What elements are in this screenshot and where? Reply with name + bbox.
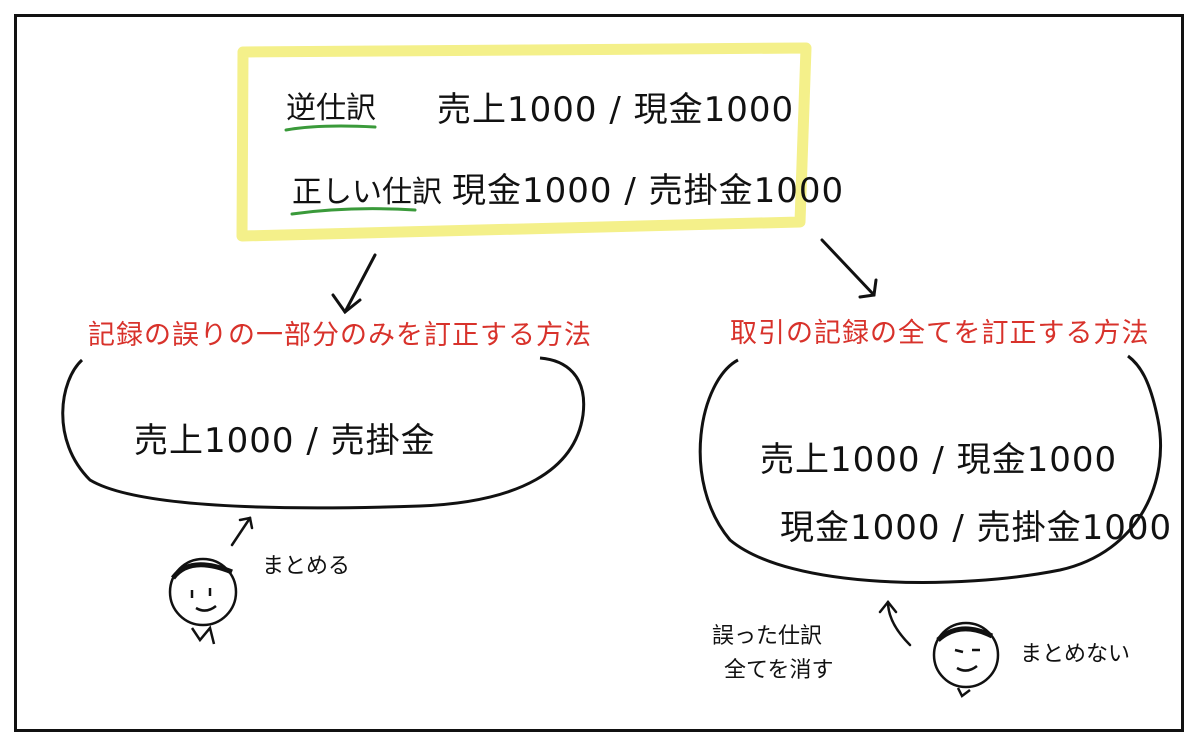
right-branch-heading: 取引の記録の全てを訂正する方法 [730,320,1149,347]
right-branch-entry-2: 現金1000 / 売掛金1000 [780,511,1172,545]
arrow-left-down [333,255,375,312]
underline-reverse [286,126,375,130]
arrow-person-left [232,518,252,545]
reverse-entry: 売上1000 / 現金1000 [437,93,794,127]
arrow-person-right [880,602,910,645]
correct-entry: 現金1000 / 売掛金1000 [452,174,844,208]
side-note-line-1: 誤った仕訳 [712,626,822,648]
correct-entry-label: 正しい仕訳 [292,178,442,208]
arrow-right-down [822,240,876,297]
left-branch-heading: 記録の誤りの一部分のみを訂正する方法 [88,322,592,349]
reverse-entry-label: 逆仕訳 [286,94,376,124]
person-right-icon [934,623,998,696]
right-branch-entry-1: 売上1000 / 現金1000 [760,443,1117,477]
side-note-line-2: 全てを消す [724,660,834,682]
right-person-note: まとめない [1020,644,1130,666]
left-branch-entry: 売上1000 / 売掛金 [134,424,436,458]
person-left-icon [170,559,236,644]
left-person-note: まとめる [262,556,350,578]
